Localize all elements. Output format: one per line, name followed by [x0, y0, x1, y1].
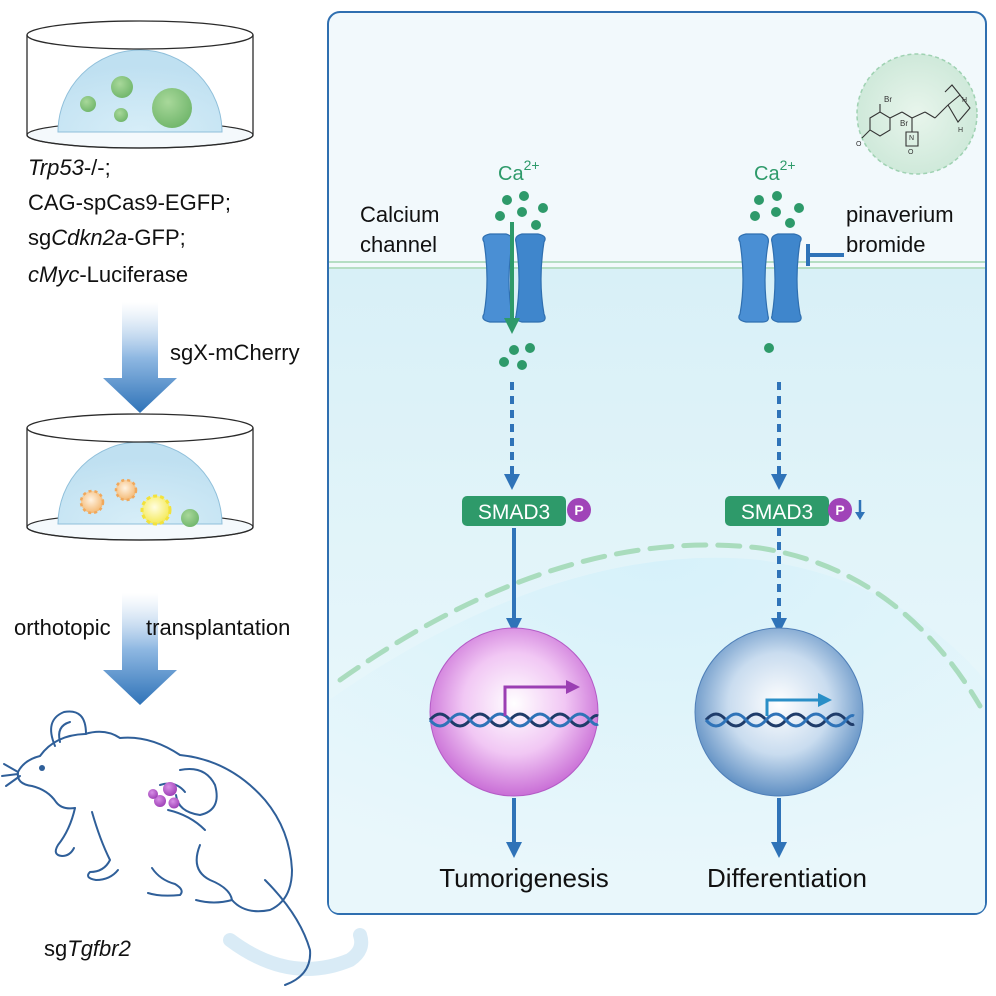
- svg-text:P: P: [835, 502, 844, 518]
- mouse-label: sgTgfbr2: [44, 936, 131, 961]
- ion-label-left: Ca2+: [498, 157, 540, 185]
- dna-icon: [428, 712, 599, 728]
- transcription-arrow: [503, 685, 568, 716]
- genotype-line-2: CAG-spCas9-EGFP;: [28, 190, 231, 215]
- petri-dish-bottom: [26, 413, 254, 541]
- down-arrow-icon: [103, 302, 177, 413]
- svg-text:N: N: [909, 135, 914, 142]
- colony-orange: [79, 478, 138, 515]
- colony-yellow: [140, 494, 172, 526]
- ion-channel-icon: [482, 233, 546, 323]
- colony-sphere: [111, 76, 133, 98]
- step2-left-label: orthotopic: [14, 615, 111, 640]
- tumor-dots: [148, 782, 180, 809]
- svg-text:O: O: [856, 141, 862, 148]
- gene-expression-sphere-tumor: [428, 627, 599, 797]
- step1-label: sgX-mCherry: [170, 340, 300, 365]
- molecule-icon: Br Br N O O H H: [856, 53, 978, 175]
- svg-text:P: P: [574, 502, 583, 518]
- drug-label-1: pinaverium: [846, 202, 954, 227]
- genotype-line-3: sgCdkn2a-GFP;: [28, 225, 186, 250]
- colony-sphere: [152, 88, 192, 128]
- transcription-arrow: [765, 698, 820, 716]
- drug-label-2: bromide: [846, 232, 925, 257]
- ion-label-right: Ca2+: [754, 157, 796, 185]
- smad3-box-left: SMAD3 P: [462, 496, 591, 526]
- petri-dish-top: [26, 20, 254, 149]
- dna-icon: [704, 712, 855, 728]
- genotype-line-4: cMyc-Luciferase: [28, 262, 188, 287]
- phospho-badge: [567, 498, 591, 522]
- outcome-left: Tumorigenesis: [439, 863, 609, 893]
- svg-text:O: O: [908, 149, 914, 156]
- calcium-ions: [495, 191, 804, 370]
- svg-text:H: H: [958, 127, 963, 134]
- genotype-line-1: Trp53-/-;: [28, 155, 111, 180]
- svg-text:Br: Br: [884, 95, 892, 104]
- colony-sphere: [80, 96, 96, 112]
- phospho-badge: [828, 498, 852, 522]
- svg-text:SMAD3: SMAD3: [741, 501, 813, 524]
- svg-text:SMAD3: SMAD3: [478, 501, 550, 524]
- svg-text:H: H: [962, 97, 967, 104]
- colony-sphere: [181, 509, 199, 527]
- colony-sphere: [114, 108, 128, 122]
- channel-label-1: Calcium: [360, 202, 439, 227]
- ion-channel-icon: [738, 233, 802, 323]
- down-arrow-icon: [103, 593, 177, 705]
- smad3-box-right: SMAD3 P: [725, 496, 865, 526]
- nuclear-envelope: [337, 542, 983, 709]
- gene-expression-sphere-differentiation: [694, 627, 864, 797]
- outcome-right: Differentiation: [707, 863, 867, 893]
- svg-text:Br: Br: [900, 119, 908, 128]
- decrease-arrow-icon: [855, 500, 865, 520]
- channel-label-2: channel: [360, 232, 437, 257]
- mouse-icon: [1, 710, 369, 986]
- step2-right-label: transplantation: [146, 615, 290, 640]
